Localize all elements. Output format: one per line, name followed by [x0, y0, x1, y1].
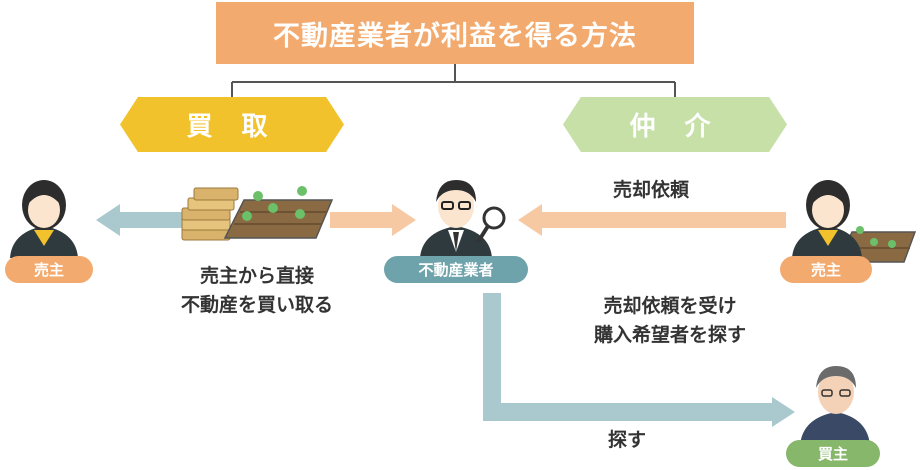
- sale-request-label: 売却依頼: [612, 179, 689, 201]
- arrow-agent-to-buyer: [483, 293, 795, 427]
- agent-badge: 不動産業者: [384, 256, 528, 283]
- buyer-badge: 買主: [786, 440, 880, 467]
- person-icon: [420, 180, 492, 258]
- arrow-request-to-agent: [518, 204, 786, 236]
- buy-description: 売主から直接 不動産を買い取る: [152, 262, 362, 320]
- banner-mediation: 仲 介: [563, 97, 787, 152]
- banner-buy: 買 取: [120, 97, 344, 152]
- farmland-icon: [223, 186, 334, 239]
- mediation-description-line2: 購入希望者を探す: [593, 324, 746, 346]
- diagram-title: 不動産業者が利益を得る方法: [216, 2, 694, 64]
- buy-description-line2: 不動産を買い取る: [180, 294, 333, 316]
- person-icon: [800, 366, 870, 446]
- mediation-description: 売却依頼を受け 購入希望者を探す: [570, 292, 770, 350]
- arrow-land-to-agent: [330, 204, 416, 236]
- search-label: 探す: [607, 429, 646, 451]
- seller-right-badge: 売主: [780, 256, 872, 283]
- magnifier-icon: [476, 206, 506, 244]
- buy-description-line1: 売主から直接: [199, 265, 314, 287]
- mediation-description-line1: 売却依頼を受け: [603, 295, 737, 317]
- person-icon: [792, 180, 862, 258]
- person-icon: [10, 180, 78, 258]
- seller-left-badge: 売主: [5, 256, 93, 283]
- arrow-money-to-seller: [96, 204, 182, 236]
- money-stack-icon: [181, 187, 239, 241]
